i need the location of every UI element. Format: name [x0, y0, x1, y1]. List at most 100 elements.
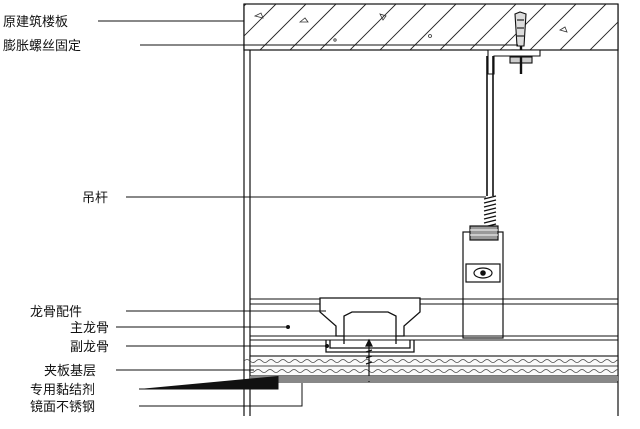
slab-aggregate-marks	[253, 12, 568, 42]
board-grain-mark	[320, 369, 334, 373]
board-grain-mark	[291, 359, 305, 363]
board-grain-mark	[411, 359, 425, 363]
wall-lines	[243, 4, 619, 416]
suspension-rod	[483, 56, 497, 232]
slab-hatch-line	[289, 4, 337, 50]
slab-hatch-line	[559, 4, 607, 50]
board-grain-mark	[404, 369, 418, 373]
board-grain-mark	[260, 369, 274, 373]
board-grain-mark	[512, 369, 526, 373]
rod-thread-line	[483, 207, 497, 212]
slab-hatch-line	[319, 4, 367, 50]
board-grain-mark	[471, 359, 485, 363]
board-grain-mark	[387, 359, 401, 363]
label-bolt: 膨胀螺丝固定	[3, 39, 81, 54]
board-grain-mark	[447, 359, 461, 363]
label-board: 夹板基层	[44, 364, 96, 379]
adhesive-layer	[250, 376, 618, 381]
slab-hatch-line	[620, 4, 640, 50]
rod-thread-line	[483, 199, 497, 204]
board-grain-mark	[560, 369, 574, 373]
board-grain-mark	[584, 369, 598, 373]
board-grain-mark	[255, 359, 269, 363]
board-grain-mark	[380, 369, 394, 373]
board-grain-mark	[351, 359, 365, 363]
board-grain-mark	[416, 369, 430, 373]
board-grain-mark	[591, 359, 605, 363]
slab-hatch-line	[349, 4, 397, 50]
label-sub-keel: 副龙骨	[70, 340, 109, 355]
board-grain-mark	[615, 359, 618, 362]
board-grain-mark	[500, 369, 514, 373]
rod-thread-line	[483, 219, 497, 224]
board-grain-mark	[524, 369, 538, 373]
board-grain-mark	[572, 369, 586, 373]
rod-thread-line	[483, 195, 497, 200]
board-grain-mark	[303, 359, 317, 363]
board-grain-mark	[596, 369, 610, 373]
board-grain-mark	[296, 369, 310, 373]
slab-hatch-line	[529, 4, 577, 50]
board-grain-mark	[315, 359, 329, 363]
board-grain-mark	[428, 369, 442, 373]
board-grain-mark	[399, 359, 413, 363]
slab-hatch-line	[409, 4, 457, 50]
board-grain-mark	[332, 369, 346, 373]
slab-hatch-line	[589, 21, 618, 50]
rod-thread-line	[483, 203, 497, 208]
angle-bracket	[487, 49, 541, 75]
rod-thread-line	[483, 215, 497, 220]
board-grain-mark	[621, 370, 633, 373]
board-grain-mark	[452, 369, 466, 373]
board-grain-mark	[531, 359, 545, 363]
slab-hatch-line	[439, 4, 487, 50]
board-grain-mark	[339, 359, 353, 363]
board-grain-mark	[356, 369, 370, 373]
board-grain-mark	[244, 359, 257, 363]
leader-lines	[98, 20, 518, 407]
board-grain-mark	[459, 359, 473, 363]
board-grain-mark	[495, 359, 509, 363]
label-steel: 镜面不锈钢	[30, 400, 95, 415]
slab-hatch-line	[259, 4, 307, 50]
board-grain-mark	[519, 359, 533, 363]
board-grain-mark	[567, 359, 581, 363]
board-grain-mark	[464, 369, 478, 373]
board-grain-mark	[488, 369, 502, 373]
main-keel-band	[250, 298, 618, 341]
slab-hatch-line	[244, 4, 247, 7]
board-grain-mark	[536, 369, 550, 373]
label-slab: 原建筑楼板	[3, 14, 68, 30]
board-grain-mark	[483, 359, 497, 363]
board-grain-mark	[435, 359, 449, 363]
board-grain-mark	[308, 369, 322, 373]
board-grain-mark	[603, 359, 617, 363]
floor-slab	[243, 3, 640, 51]
slab-hatch-line	[244, 4, 277, 37]
slab-hatch-line	[379, 4, 427, 50]
board-grain-mark	[284, 369, 298, 373]
board-grain-mark	[267, 359, 281, 363]
label-adhesive: 专用黏结剂	[30, 382, 95, 398]
board-grain-mark	[579, 359, 593, 363]
label-fitting: 龙骨配件	[30, 305, 82, 320]
keel-fitting	[319, 297, 421, 337]
board-grain-mark	[344, 369, 358, 373]
board-grain-mark	[543, 359, 557, 363]
board-grain-mark	[440, 369, 454, 373]
board-grain-mark	[392, 369, 406, 373]
board-grain-mark	[375, 359, 389, 363]
board-grain-mark	[555, 359, 569, 363]
board-grain-mark	[327, 359, 341, 363]
rod-thread-line	[483, 211, 497, 216]
board-grain-mark	[608, 369, 618, 373]
board-grain-mark	[272, 369, 286, 373]
plywood-base	[244, 355, 633, 377]
board-grain-mark	[248, 369, 262, 373]
board-grain-mark	[279, 359, 293, 363]
board-grain-mark	[423, 359, 437, 363]
board-grain-mark	[476, 369, 490, 373]
hanger-plate	[462, 225, 504, 339]
